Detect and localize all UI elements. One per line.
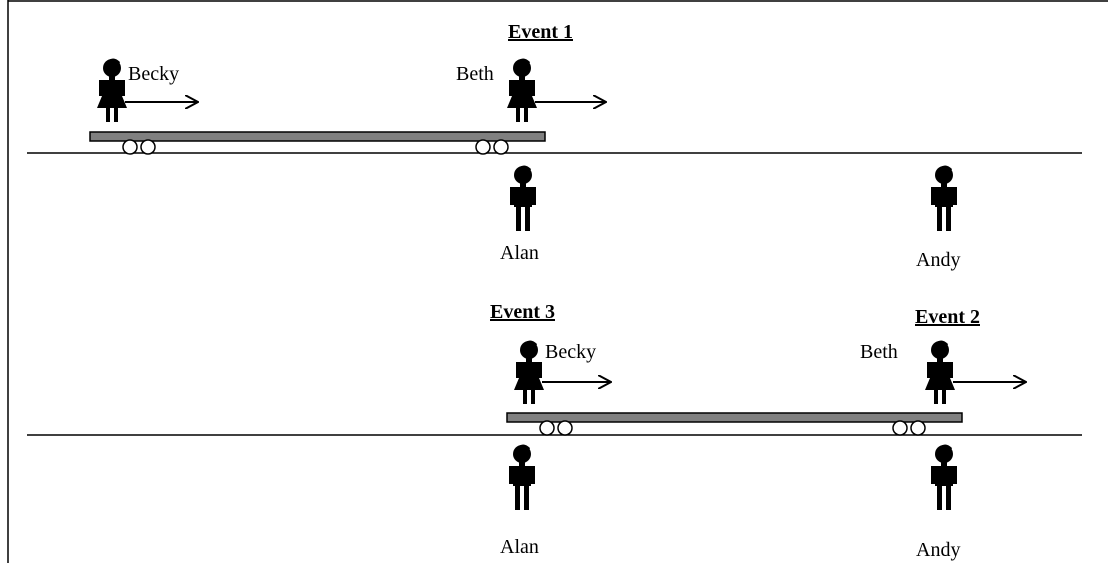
train-car-top <box>89 131 546 155</box>
beth-figure-bottom <box>925 340 955 404</box>
andy-figure-top <box>931 165 957 231</box>
event-3-label: Event 3 <box>490 301 555 323</box>
alan-figure-top <box>510 165 536 231</box>
alan-label-top: Alan <box>500 242 539 264</box>
event-2-label: Event 2 <box>915 306 980 328</box>
andy-label-bottom: Andy <box>916 539 960 561</box>
becky-figure-top <box>97 58 127 122</box>
becky-figure-bottom <box>514 340 544 404</box>
event-1-label: Event 1 <box>508 21 573 43</box>
becky-label-bottom: Becky <box>545 341 596 363</box>
becky-label-top: Becky <box>128 63 179 85</box>
train-car-bottom <box>506 412 963 436</box>
alan-figure-bottom <box>509 444 535 510</box>
beth-label-bottom: Beth <box>860 341 898 363</box>
beth-figure-top <box>507 58 537 122</box>
alan-label-bottom: Alan <box>500 536 539 558</box>
andy-label-top: Andy <box>916 249 960 271</box>
andy-figure-bottom <box>931 444 957 510</box>
beth-label-top: Beth <box>456 63 494 85</box>
